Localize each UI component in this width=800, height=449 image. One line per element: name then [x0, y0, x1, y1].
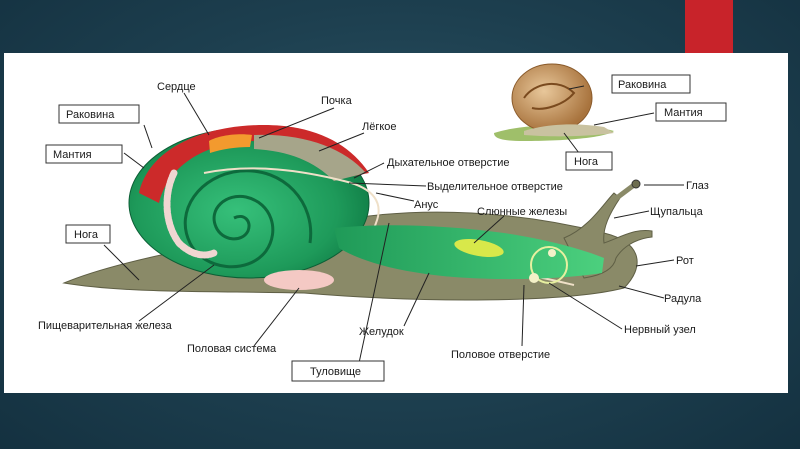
label-noga-left: Нога	[74, 229, 99, 241]
label-glaz: Глаз	[686, 180, 709, 192]
label-vydelitelnoe: Выделительное отверстие	[427, 181, 563, 193]
accent-bar	[685, 0, 733, 56]
label-anus: Анус	[414, 199, 439, 211]
label-mantiya-right: Мантия	[664, 107, 703, 119]
label-box-mantiya-right	[655, 102, 727, 122]
lung-region	[254, 134, 366, 181]
label-rakovina-right: Раковина	[618, 79, 667, 91]
label-legkoe: Лёгкое	[362, 121, 397, 133]
label-slyunnye: Слюнные железы	[477, 206, 567, 218]
salivary-glands	[454, 239, 504, 257]
snail-anatomy-diagram: Сердце Почка Раковина Лёгкое Мантия Дыха…	[38, 63, 727, 382]
label-box-rakovina-left	[58, 104, 140, 124]
eye	[631, 179, 641, 189]
label-nervny: Нервный узел	[624, 324, 696, 336]
inset-snail	[494, 63, 614, 141]
label-rakovina-left: Раковина	[66, 109, 115, 121]
label-radula: Радула	[664, 293, 702, 305]
label-box-noga-left	[65, 224, 111, 244]
label-shchupaltsa: Щупальца	[650, 206, 704, 218]
label-mantiya-left: Мантия	[53, 149, 92, 161]
diagram-panel: Сердце Почка Раковина Лёгкое Мантия Дыха…	[4, 53, 788, 393]
label-serdtse: Сердце	[157, 81, 196, 93]
label-box-mantiya-left	[45, 144, 123, 164]
inset-shell-spiral	[523, 82, 576, 110]
eye-stalk	[607, 182, 637, 206]
label-polovoe-otverstie: Половое отверстие	[451, 349, 550, 361]
label-box-noga-right	[565, 151, 613, 171]
label-box-tulovishche	[291, 360, 385, 382]
label-polovaya-sistema: Половая система	[187, 343, 277, 355]
digestive-gland	[163, 169, 218, 259]
inset-foot	[524, 124, 614, 137]
leader-lines	[103, 85, 684, 364]
label-pochka: Почка	[321, 95, 353, 107]
label-rot: Рот	[676, 255, 694, 267]
reproductive-system	[264, 270, 334, 290]
ganglion-node	[548, 249, 556, 257]
label-tulovishche: Туловище	[310, 366, 361, 378]
label-zheludok: Желудок	[359, 326, 404, 338]
kidney	[209, 134, 252, 153]
radula	[529, 273, 539, 283]
label-box-rakovina-right	[611, 74, 691, 94]
label-noga-right: Нога	[574, 156, 599, 168]
label-dykhatelnoe: Дыхательное отверстие	[387, 157, 509, 169]
label-pishchevaritelnaya: Пищеварительная железа	[38, 320, 173, 332]
shell-spiral	[183, 169, 313, 269]
